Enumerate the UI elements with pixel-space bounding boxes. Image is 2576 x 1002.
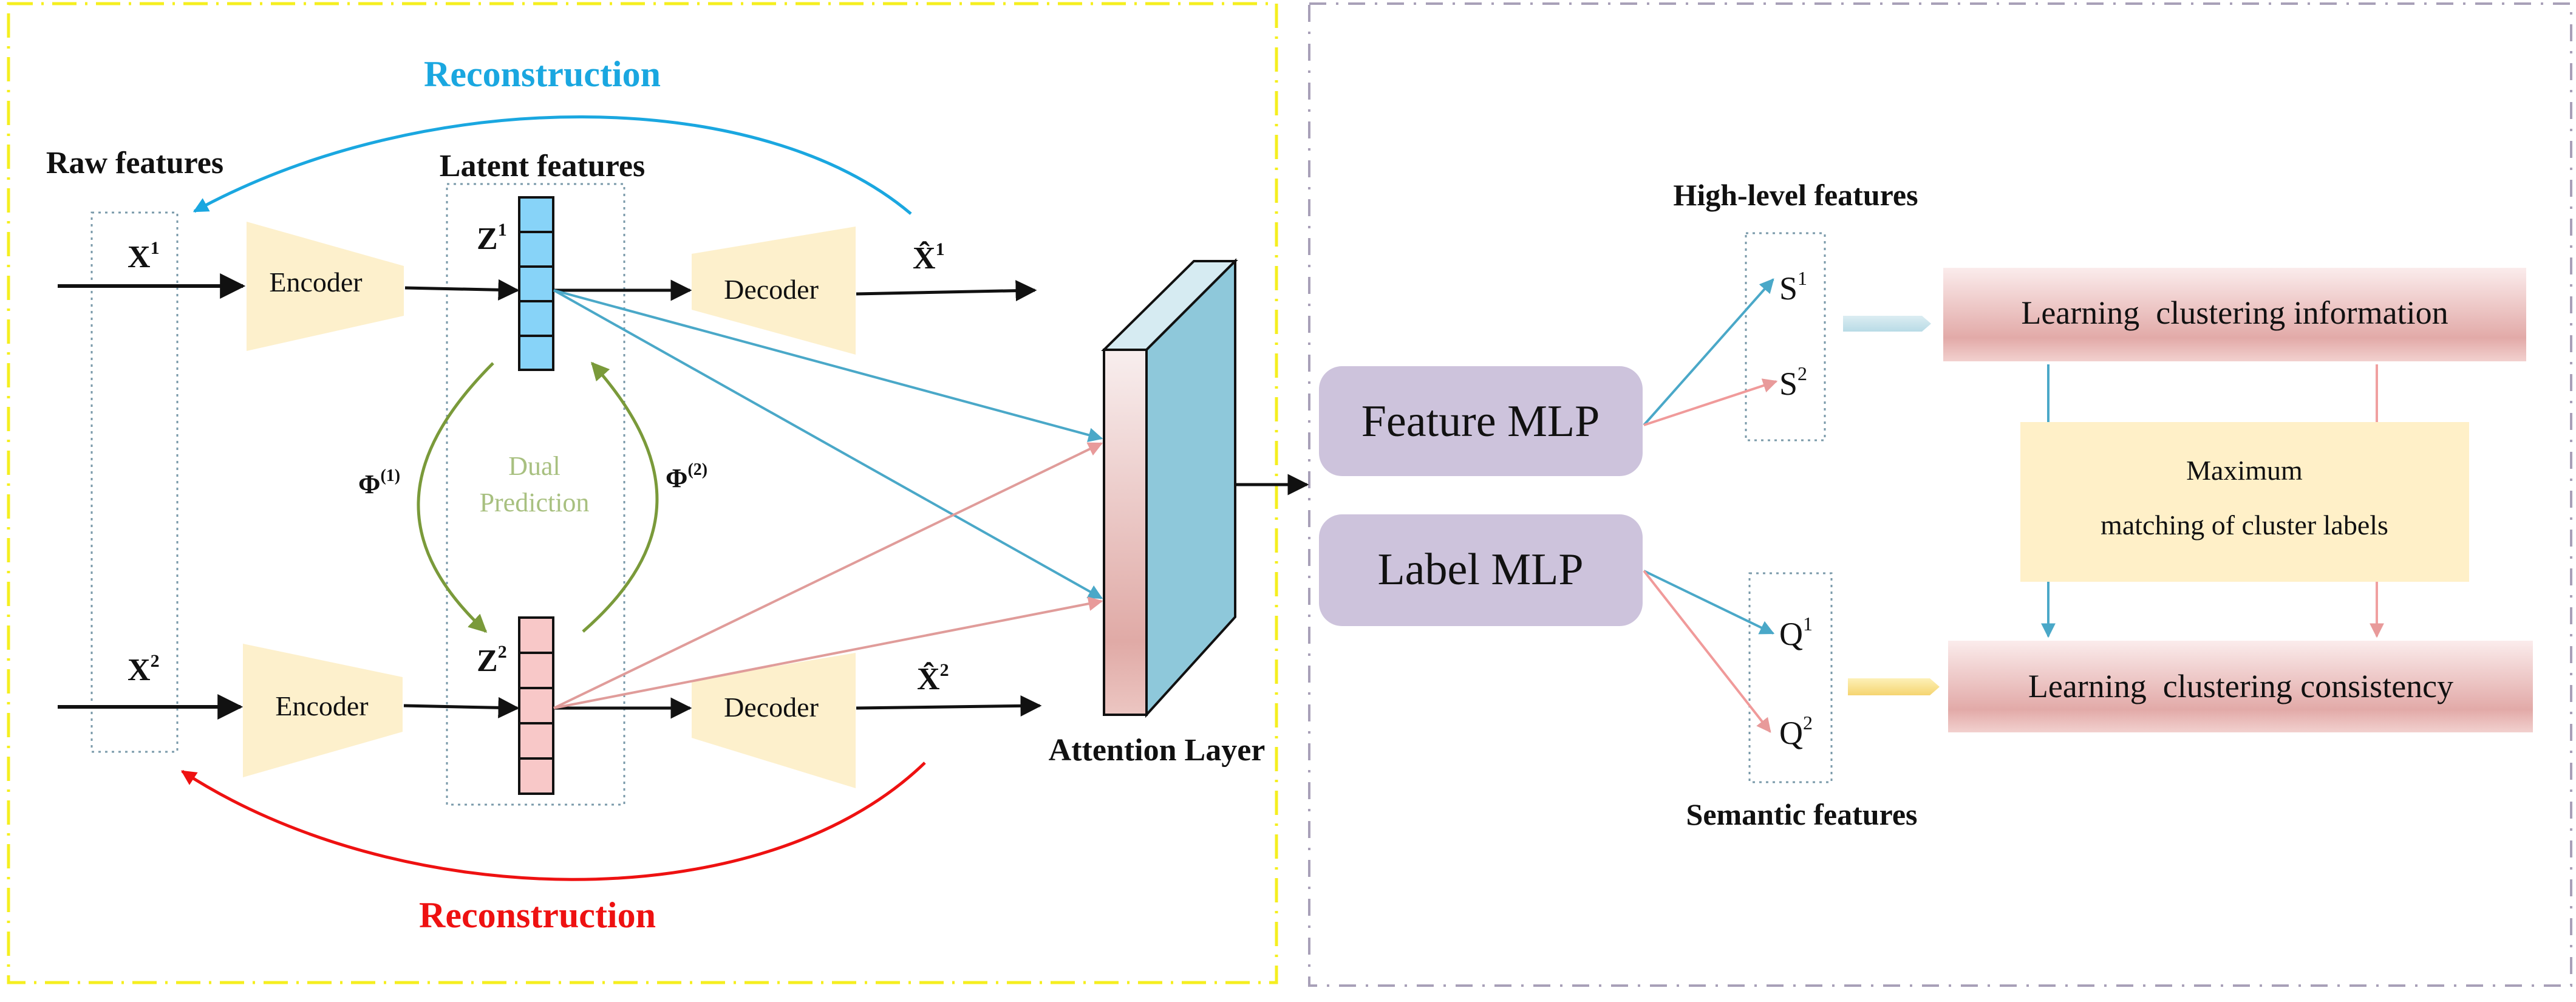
s1-label: S1	[1779, 267, 1807, 307]
encoder-view1	[247, 222, 404, 351]
s2-label: S2	[1779, 363, 1807, 402]
label-mlp-to-q1	[1643, 570, 1775, 635]
latent-features-box	[446, 183, 625, 806]
q-to-consistency-arrow	[1848, 678, 1940, 695]
label-mlp-label: Label MLP	[1377, 545, 1583, 595]
attention-layer-label: Attention Layer	[1049, 733, 1266, 768]
learning-clustering-consistency-label: Learning clustering consistency	[2028, 668, 2453, 704]
left-panel-border	[7, 2, 1278, 984]
semantic-features-label: Semantic features	[1686, 797, 1918, 831]
input-x2: X2	[128, 651, 160, 687]
dual-prediction-label-2: Prediction	[480, 488, 590, 517]
z2-to-attention-top	[553, 442, 1103, 709]
latent-vector-z1	[518, 196, 554, 371]
matching-label-line1: Maximum	[2186, 455, 2303, 486]
latent-z2: Z2	[477, 642, 507, 678]
label-mlp-box: Label MLP	[1319, 514, 1643, 626]
feature-mlp-box: Feature MLP	[1319, 366, 1643, 476]
learning-clustering-consistency-box: Learning clustering consistency	[1948, 641, 2533, 732]
encoder-to-latent-arrow-view2	[403, 697, 520, 718]
z2-to-attention-bottom	[553, 596, 1103, 709]
latent-features-label: Latent features	[440, 149, 645, 183]
high-level-features-label: High-level features	[1673, 178, 1918, 212]
label-mlp-to-q2	[1643, 570, 1771, 733]
dual-prediction-arrow-phi1	[417, 362, 494, 633]
feature-mlp-label: Feature MLP	[1361, 397, 1600, 446]
encoder-view2	[243, 644, 403, 777]
reconstruction-label-bottom: Reconstruction	[419, 895, 656, 935]
encoder-label-view2: Encoder	[275, 690, 368, 721]
raw-features-label: Raw features	[46, 146, 223, 180]
attention-layer-block	[1101, 258, 1238, 718]
q2-label: Q2	[1779, 712, 1813, 751]
matching-label-line2: matching of cluster labels	[2101, 510, 2388, 540]
maximum-matching-box: Maximum matching of cluster labels	[2020, 422, 2469, 582]
reconstruction-arc-top	[193, 115, 912, 215]
learning-clustering-information-box: Learning clustering information	[1943, 268, 2526, 361]
z1-to-attention-bottom	[553, 289, 1103, 599]
encoder-label-view1: Encoder	[269, 267, 362, 298]
feature-mlp-to-s1	[1643, 278, 1774, 426]
q1-label: Q1	[1779, 613, 1813, 652]
feature-mlp-to-s2	[1643, 378, 1778, 426]
semantic-features-box	[1748, 572, 1833, 783]
dual-prediction-arrow-phi2	[582, 361, 659, 633]
high-level-features-box	[1745, 232, 1826, 441]
output-x1-hat: X̂1	[913, 239, 945, 276]
output-arrow-view2	[856, 695, 1042, 717]
raw-features-box	[90, 211, 179, 753]
dual-prediction-label: Dual	[508, 451, 561, 481]
input-x1: X1	[128, 238, 160, 274]
z1-to-attention-top	[553, 289, 1103, 442]
output-arrow-view1	[856, 280, 1037, 302]
right-panel-border	[1308, 2, 2572, 987]
output-x2-hat: X̂2	[917, 660, 949, 697]
s-to-information-arrow	[1843, 316, 1931, 332]
reconstruction-label-top: Reconstruction	[424, 54, 661, 94]
decoder-label-view1: Decoder	[724, 274, 819, 305]
latent-vector-z2	[518, 616, 554, 795]
decoder-view2	[692, 653, 856, 788]
learning-clustering-information-label: Learning clustering information	[2021, 295, 2448, 331]
latent-z1: Z1	[477, 220, 507, 256]
decoder-label-view2: Decoder	[724, 692, 819, 723]
phi1-label: Φ(1)	[358, 466, 400, 499]
decoder-view1	[692, 227, 856, 355]
encoder-to-latent-arrow-view1	[404, 279, 520, 301]
phi2-label: Φ(2)	[666, 460, 707, 493]
reconstruction-arc-bottom	[180, 762, 926, 881]
